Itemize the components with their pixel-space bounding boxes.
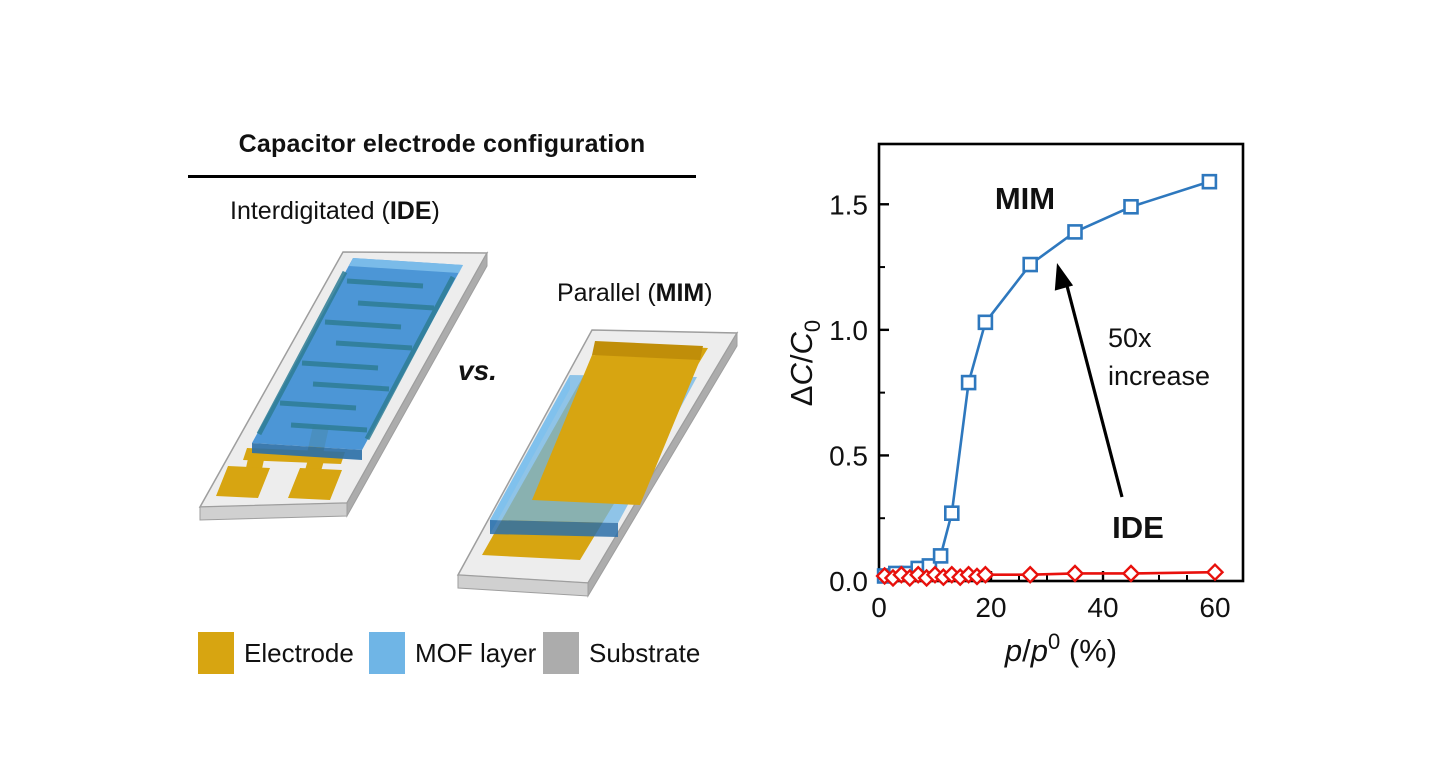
ide-substrate-side (346, 251, 488, 518)
x-tick-label: 20 (975, 592, 1006, 623)
mim-caption-pre: Parallel ( (557, 279, 656, 307)
marker-diamond-ide (1021, 565, 1040, 584)
title-underline (188, 175, 696, 178)
ide-pad-right (288, 468, 342, 500)
y-tick-label: 1.0 (829, 315, 868, 346)
mim-device-illustration (456, 329, 739, 598)
annotation-ide: IDE (1112, 510, 1164, 545)
plot-frame (877, 142, 1245, 583)
ide-caption: Interdigitated (IDE) (230, 197, 440, 226)
ide-pad-left (216, 466, 270, 498)
legend-label-electrode: Electrode (244, 637, 354, 668)
annotation-mim: MIM (995, 181, 1055, 216)
marker-diamond-ide (1205, 563, 1225, 582)
ide-caption-post: ) (431, 197, 440, 225)
x-tick-label: 0 (871, 592, 887, 623)
vs-label: vs. (458, 355, 497, 386)
marker-diamond-ide (1065, 564, 1085, 583)
marker-diamond-ide (1121, 564, 1141, 583)
ide-interdigitated-fingers (256, 270, 456, 441)
ide-device-illustration (198, 251, 489, 521)
marker-square-mim (977, 314, 994, 331)
legend-label-mof-layer: MOF layer (415, 637, 537, 668)
marker-square-mim (1201, 173, 1218, 190)
legend-item-electrode: Electrode (198, 632, 354, 676)
y-axis-label: ΔC/C0 (790, 320, 825, 406)
marker-square-mim (944, 505, 960, 521)
ide-caption-bold: IDE (389, 197, 432, 225)
figure-title: Capacitor electrode configuration (238, 130, 646, 158)
marker-square-mim (1067, 224, 1083, 240)
y-tick-label: 0.0 (829, 566, 868, 597)
ide-caption-pre: Interdigitated ( (230, 197, 390, 225)
capacitance-chart-svg: 0 20 40 60 0.0 0.5 1.0 1.5 p/p0 (%) ΔC/C0 MIM IDE 50… (784, 142, 1245, 668)
mim-caption: Parallel (MIM) (557, 279, 713, 308)
annotation-50x: 50x (1108, 323, 1152, 353)
legend-item-substrate: Substrate (543, 632, 700, 676)
marker-diamond-ide (976, 565, 995, 584)
mof-layer-color-swatch (369, 632, 405, 674)
substrate-color-swatch (543, 632, 579, 674)
electrode-color-swatch (198, 632, 234, 674)
marker-square-mim (960, 374, 977, 391)
mim-caption-post: ) (704, 279, 713, 307)
x-axis-label: p/p0 (%) (1004, 629, 1117, 668)
annotation-arrow-head (1054, 263, 1074, 291)
x-tick-label: 60 (1199, 592, 1230, 623)
marker-square-mim (1123, 198, 1139, 215)
annotation-increase: increase (1108, 361, 1210, 391)
annotation-arrow-shaft (1064, 281, 1124, 498)
mim-top-electrode (532, 341, 703, 505)
marker-square-mim (1022, 256, 1038, 273)
marker-square-mim (932, 548, 949, 564)
capacitance-chart: 0 20 40 60 0.0 0.5 1.0 1.5 p/p0 (%) ΔC/C0 MIM IDE 50… (784, 110, 1290, 690)
legend-item-mof-layer: MOF layer (369, 632, 536, 676)
legend-label-substrate: Substrate (589, 637, 701, 668)
mim-caption-bold: MIM (655, 279, 705, 307)
y-tick-label: 1.5 (829, 189, 868, 220)
x-tick-label: 40 (1087, 592, 1118, 623)
y-tick-label: 0.5 (829, 440, 868, 471)
